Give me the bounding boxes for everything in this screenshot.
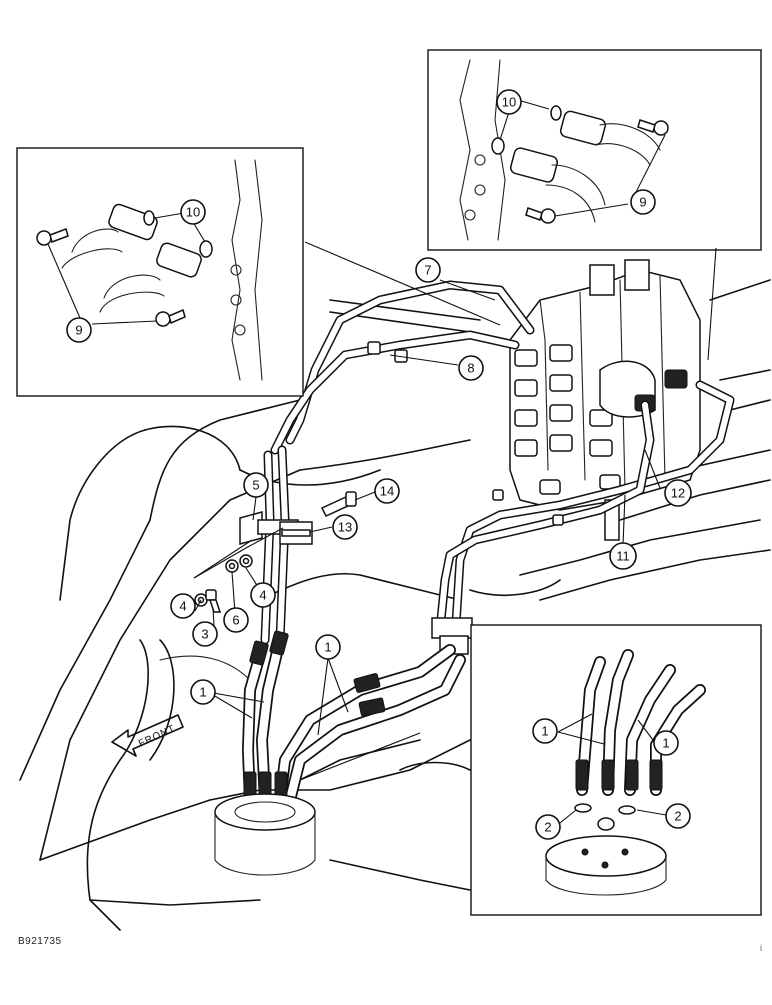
svg-text:7: 7 [424,263,431,278]
svg-text:14: 14 [380,484,394,499]
machine-frame [19,279,771,931]
callout-8: 8 [458,355,484,381]
tube-fittings [367,341,564,526]
clamp-13 [279,521,313,545]
o-ring-icon [143,210,213,258]
svg-text:2: 2 [674,809,681,824]
callout-11: 11 [609,542,637,570]
callout-9-right: 9 [630,189,656,215]
svg-text:4: 4 [259,588,266,603]
callout-1b: 1 [315,634,341,660]
callout-10-right: 10 [496,89,522,115]
callout-2-detail-b: 2 [665,803,691,829]
steel-tube-8 [270,330,520,455]
callout-14: 14 [374,478,400,504]
drawing-number: B921735 [18,936,62,947]
callout-7: 7 [415,257,441,283]
callout-1a: 1 [190,679,216,705]
callout-4a: 4 [170,593,196,619]
tube-vertical-left [260,445,290,645]
svg-text:10: 10 [186,205,200,220]
main-leaders [193,279,661,781]
svg-text:9: 9 [75,323,82,338]
callout-10-left: 10 [180,199,206,225]
callout-5: 5 [243,472,269,498]
svg-text:3: 3 [201,627,208,642]
washer-4b [239,554,253,568]
nut-6 [225,559,239,573]
o-ring-icon [574,803,636,815]
svg-text:12: 12 [671,486,685,501]
callout-1-detail-a: 1 [532,718,558,744]
swivel-joint [214,793,316,876]
detail-left [16,147,304,397]
svg-text:8: 8 [467,361,474,376]
steel-tube-12 [435,400,655,635]
svg-text:5: 5 [252,478,259,493]
steel-tube-7 [285,280,535,445]
callout-3: 3 [192,621,218,647]
svg-text:1: 1 [324,640,331,655]
svg-text:1: 1 [662,736,669,751]
svg-text:2: 2 [544,820,551,835]
svg-text:11: 11 [616,549,630,564]
valve-spools [514,344,621,495]
bolt-3 [205,589,222,613]
detail-bottom-right [470,624,762,916]
bolt-icon [525,119,669,224]
o-ring-icon [491,105,562,155]
svg-text:13: 13 [338,520,352,535]
hose-ferrules [243,630,386,799]
bolt-icon [320,491,357,517]
callout-13: 13 [332,514,358,540]
svg-text:1: 1 [541,724,548,739]
front-arrow-icon: FRONT [111,714,184,757]
svg-text:1: 1 [199,685,206,700]
callout-6: 6 [223,607,249,633]
corner-mark: i [760,943,762,953]
svg-text:9: 9 [639,195,646,210]
svg-text:6: 6 [232,613,239,628]
bolt-icon [36,228,186,327]
svg-text:FRONT: FRONT [137,723,177,750]
callout-9-left-a: 9 [66,317,92,343]
svg-text:10: 10 [502,95,516,110]
callout-4b: 4 [250,582,276,608]
callout-2-detail-a: 2 [535,814,561,840]
detail-top-right [304,49,762,361]
callout-1-detail-b: 1 [653,730,679,756]
callout-12: 12 [664,479,692,507]
svg-text:4: 4 [179,599,186,614]
